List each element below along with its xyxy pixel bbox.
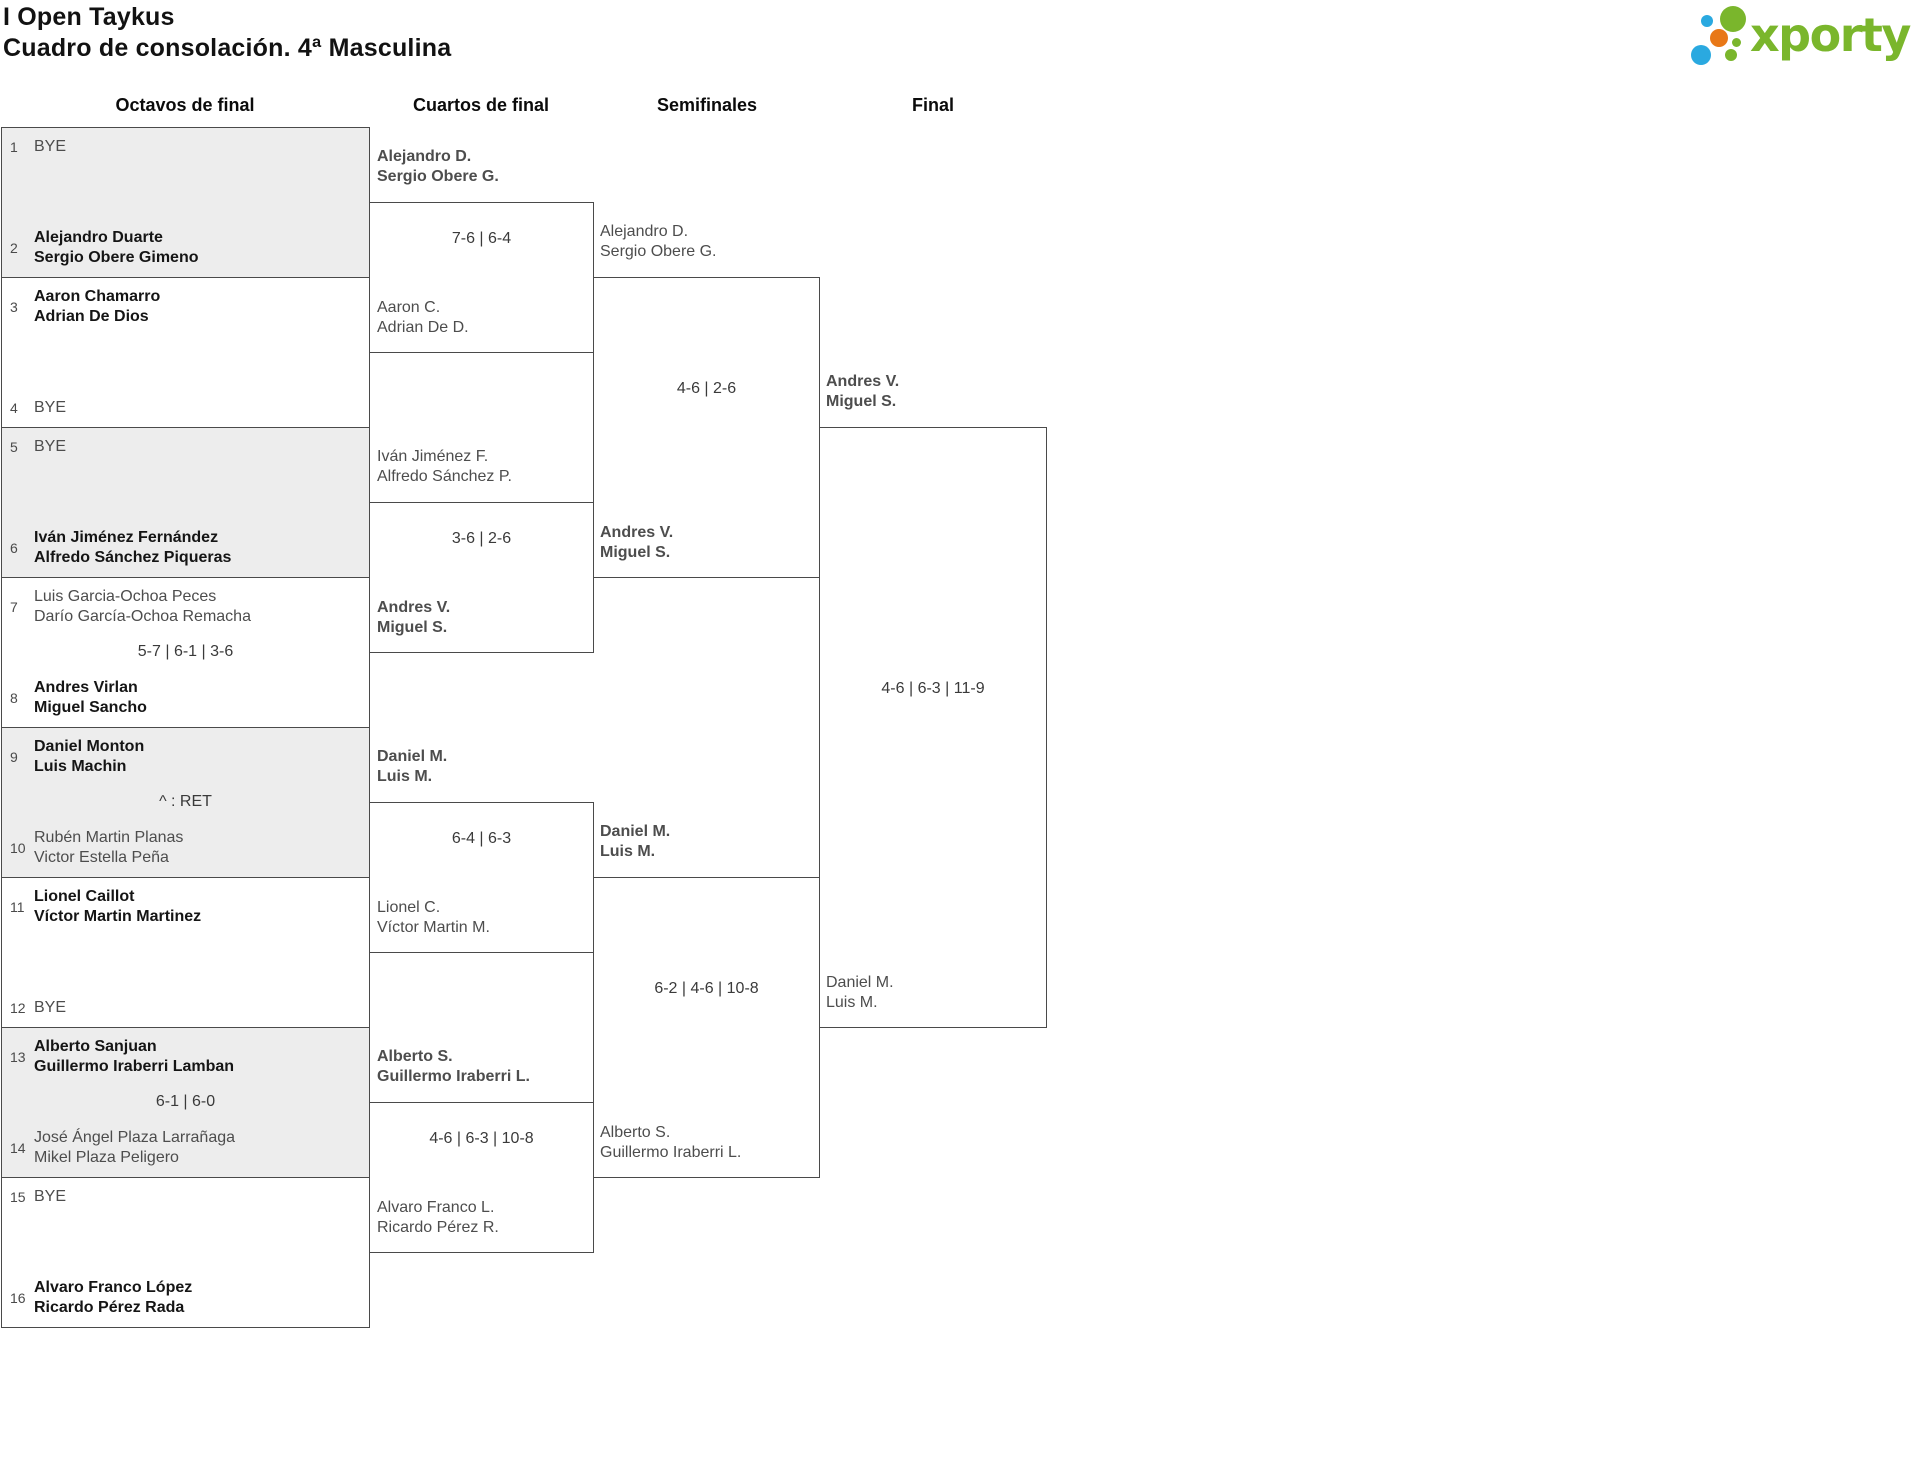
team-entry-4: 4 BYE: [8, 398, 66, 418]
qf4-top-team: Alberto S.Guillermo Iraberri L.: [377, 1048, 530, 1085]
seed-number: 9: [10, 749, 18, 765]
final-box: [819, 427, 1047, 1028]
sf1-top-team: Alejandro D.Sergio Obere G.: [600, 223, 717, 260]
seed-number: 6: [10, 540, 18, 556]
team-entry-15: 15 BYE: [8, 1187, 66, 1207]
sf1-bottom-team: Andres V.Miguel S.: [600, 524, 674, 561]
seed-number: 15: [10, 1189, 26, 1205]
team-name: BYE: [34, 399, 67, 416]
round-header-semifinales: Semifinales: [656, 95, 758, 115]
seed-number: 13: [10, 1049, 26, 1065]
seed-number: 7: [10, 599, 18, 615]
sf2-bottom-team: Alberto S.Guillermo Iraberri L.: [600, 1124, 742, 1161]
seed-number: 1: [10, 139, 18, 155]
sf1-score: 4-6 | 2-6: [676, 380, 737, 397]
seed-number: 4: [10, 400, 18, 416]
sf2-score: 6-2 | 4-6 | 10-8: [654, 980, 759, 997]
seed-number: 5: [10, 439, 18, 455]
match-score: 6-1 | 6-0: [155, 1093, 216, 1110]
qf4-bottom-team: Alvaro Franco L.Ricardo Pérez R.: [377, 1199, 499, 1236]
qf1-bottom-team: Aaron C.Adrian De D.: [377, 299, 469, 336]
team-name: BYE: [34, 138, 67, 155]
team-name: BYE: [34, 1188, 67, 1205]
qf2-score: 3-6 | 2-6: [451, 530, 512, 547]
page-title: I Open Taykus: [3, 3, 175, 31]
logo-dot-blue-small: [1701, 15, 1713, 27]
seed-number: 8: [10, 690, 18, 706]
qf3-bottom-team: Lionel C.Víctor Martin M.: [377, 899, 490, 936]
logo-dot-green-small: [1725, 49, 1737, 61]
match-score-ret-note: ^ : RET: [159, 793, 212, 810]
qf2-bottom-team: Andres V.Miguel S.: [377, 599, 451, 636]
logo-dot-blue-big: [1691, 45, 1711, 65]
team-entry-12: 12 BYE: [8, 998, 66, 1018]
seed-number: 16: [10, 1290, 26, 1306]
round-header-cuartos: Cuartos de final: [412, 95, 550, 115]
round-header-final: Final: [911, 95, 954, 115]
team-entry-1: 1 BYE: [8, 137, 66, 157]
seed-number: 12: [10, 1000, 26, 1016]
match-score: 5-7 | 6-1 | 3-6: [137, 643, 234, 660]
qf1-score: 7-6 | 6-4: [451, 230, 512, 247]
final-bottom-team: Daniel M.Luis M.: [826, 974, 894, 1011]
xporty-logo: xporty: [1678, 2, 1918, 74]
seed-number: 11: [10, 899, 25, 915]
qf2-top-team: Iván Jiménez F.Alfredo Sánchez P.: [377, 448, 512, 485]
seed-number: 3: [10, 299, 18, 315]
logo-wordmark: xporty: [1750, 8, 1911, 62]
seed-number: 14: [10, 1140, 26, 1156]
logo-dot-green-tiny: [1732, 38, 1741, 47]
qf1-top-team: Alejandro D.Sergio Obere G.: [377, 148, 499, 185]
qf3-score: 6-4 | 6-3: [451, 830, 512, 847]
qf3-top-team: Daniel M.Luis M.: [377, 748, 448, 785]
logo-dot-green-big: [1720, 6, 1746, 32]
bracket-subtitle: Cuadro de consolación. 4ª Masculina: [3, 34, 452, 62]
team-name: BYE: [34, 999, 67, 1016]
seed-number: 2: [10, 240, 18, 256]
logo-dot-orange: [1710, 29, 1728, 47]
sf2-top-team: Daniel M.Luis M.: [600, 823, 671, 860]
team-entry-5: 5 BYE: [8, 437, 66, 457]
qf4-score: 4-6 | 6-3 | 10-8: [429, 1130, 534, 1147]
seed-number: 10: [10, 840, 26, 856]
final-score: 4-6 | 6-3 | 11-9: [881, 680, 985, 697]
round-header-octavos: Octavos de final: [115, 95, 255, 115]
final-top-team: Andres V.Miguel S.: [826, 373, 900, 410]
team-name: BYE: [34, 438, 67, 455]
